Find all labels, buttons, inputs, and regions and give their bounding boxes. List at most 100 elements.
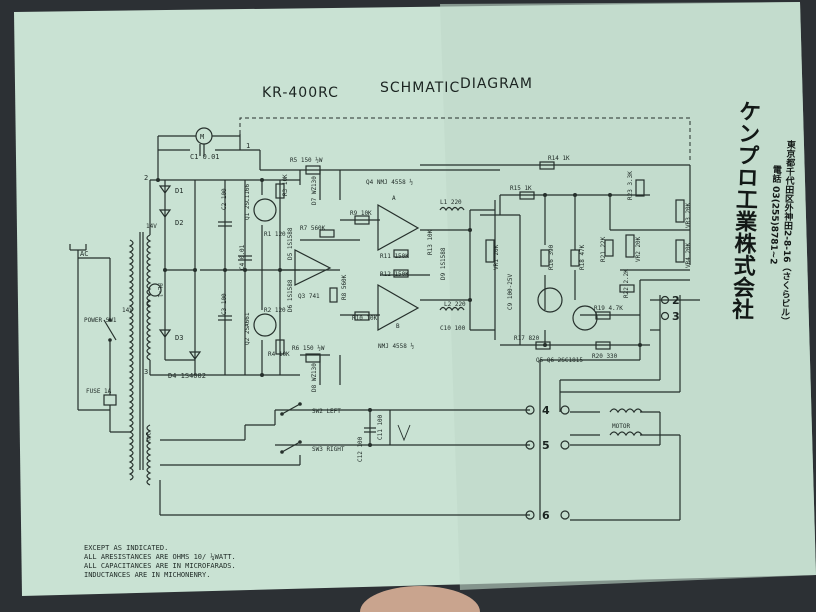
transistor-q1	[253, 198, 277, 222]
diode-d1	[158, 185, 172, 195]
label-fuse: FUSE 1A	[86, 388, 112, 395]
label-l1: L1 220	[440, 199, 462, 206]
diode-d2	[158, 209, 172, 219]
label-r9: R9 10K	[350, 210, 372, 217]
notes: EXCEPT AS INDICATED. ALL ARESISTANCES AR…	[84, 544, 236, 579]
label-terminal-4: 4	[542, 404, 550, 417]
label-r5: R5 150 ½W	[290, 157, 323, 164]
label-pl: PL-1	[156, 283, 163, 298]
label-r12: R12 150K	[380, 271, 409, 278]
switch-sw3[interactable]	[281, 441, 301, 453]
terminal-6-right	[560, 510, 570, 520]
opamp-q4b	[377, 283, 420, 332]
transistor-q2	[253, 313, 277, 337]
motor-coil-1	[609, 408, 643, 414]
power-switch-symbol[interactable]	[103, 319, 117, 341]
motor-coil-2	[609, 431, 643, 437]
label-terminal-k3: 3	[672, 310, 680, 323]
label-r17: R17 820	[514, 335, 540, 342]
label-q4: Q4 NMJ 4558 ½	[366, 179, 413, 186]
label-sw2: SW2 LEFT	[312, 408, 341, 415]
label-c2: C2 100	[221, 188, 228, 210]
label-d9: D9 1S1588	[440, 247, 447, 280]
label-c11: C11 100	[377, 414, 384, 440]
label-r1: R1 120	[264, 231, 286, 238]
label-c3: C3 100	[221, 293, 228, 315]
label-r21: R21 22K	[600, 236, 607, 262]
label-d3: D3	[175, 334, 183, 342]
label-d4: D4 1S4002	[168, 372, 206, 380]
label-c1: C1 0.01	[190, 153, 220, 161]
diagram-subtitle: SCHMATIC	[380, 80, 460, 96]
label-t2: 2	[144, 174, 148, 182]
label-vr4: VR4 20K	[685, 242, 692, 268]
terminal-k2	[660, 295, 670, 305]
label-24v: 24V	[144, 432, 151, 443]
label-d5: D5 1S1588	[287, 227, 294, 260]
label-d8: D8 WZ130	[311, 363, 318, 392]
label-terminal-6: 6	[542, 509, 550, 522]
label-r16: R16 390	[548, 244, 555, 270]
note-3: ALL CAPACITANCES ARE IN MICROFARADS.	[84, 562, 236, 570]
label-r18: R18 47K	[579, 244, 586, 270]
label-14v-b: 14V	[122, 307, 133, 314]
note-2: ALL ARESISTANCES ARE OHMS 10/ ¼WATT.	[84, 553, 236, 561]
label-terminal-5: 5	[542, 439, 550, 452]
label-r23: R23 3.3K	[627, 171, 634, 200]
opamp-q4a	[377, 203, 420, 252]
label-motor: MOTOR	[612, 423, 630, 430]
label-r10: R10 10K	[352, 315, 378, 322]
company-phone: 電話 03(255)8781~2	[768, 165, 782, 265]
pot-vr2[interactable]	[625, 234, 635, 258]
label-t3: 3	[144, 368, 148, 376]
label-c10: C10 100	[440, 325, 466, 332]
terminal-5-left	[525, 440, 535, 450]
terminal-6-left	[525, 510, 535, 520]
terminal-4-left	[525, 405, 535, 415]
inductor-l2	[439, 306, 465, 312]
label-sw3: SW3 RIGHT	[312, 446, 345, 453]
transistor-q6	[572, 305, 598, 331]
label-r13: R13 10K	[427, 229, 434, 255]
switch-sw2[interactable]	[281, 403, 301, 415]
label-vr2: VR2 20K	[635, 236, 642, 262]
pot-vr4[interactable]	[675, 239, 685, 263]
note-4: INDUCTANCES ARE IN MICHONENRY.	[84, 571, 210, 579]
wiring	[69, 117, 700, 521]
pot-vr3[interactable]	[675, 199, 685, 223]
label-r22: R22 2.2K	[623, 269, 630, 298]
label-r14: R14 1K	[548, 155, 570, 162]
diagram-title: KR-400RC	[262, 85, 339, 101]
label-r15: R15 1K	[510, 185, 532, 192]
label-r19: R19 4.7K	[594, 305, 623, 312]
fuse-symbol	[103, 394, 117, 406]
label-r2: R2 120	[264, 307, 286, 314]
label-pin-a: A	[392, 195, 396, 202]
label-d6: D6 1S1588	[287, 279, 294, 312]
label-r20: R20 330	[592, 353, 618, 360]
terminal-5-right	[560, 440, 570, 450]
label-l2: L2 220	[444, 301, 466, 308]
label-one: 1	[246, 142, 250, 150]
label-d2: D2	[175, 219, 183, 227]
pot-vr1[interactable]	[485, 239, 495, 263]
pilot-lamp	[148, 283, 162, 297]
label-vr3: VR3 20K	[685, 202, 692, 228]
label-r3: R3 10K	[282, 174, 289, 196]
label-c4: C4 0.01	[239, 244, 246, 270]
label-c12: C12 100	[357, 436, 364, 462]
label-terminal-k2: 2	[672, 294, 680, 307]
terminal-k3	[660, 311, 670, 321]
motor-m: M	[200, 133, 204, 141]
transistor-q5	[537, 287, 563, 313]
component-labels: AC POWER SW1 FUSE 1A PL-1 14V 14V 24V 2 …	[80, 142, 692, 522]
label-q1: Q1 2SC1166	[244, 183, 251, 220]
label-q2: Q2 2SA661	[244, 312, 251, 345]
label-d7: D7 WZ130	[311, 176, 318, 205]
label-r7: R7 560K	[300, 225, 326, 232]
opamp-q3	[294, 249, 332, 286]
label-ac: AC	[80, 250, 88, 258]
label-q5q6: Q5 Q6 2SC1815	[536, 357, 583, 364]
label-pin-b: B	[396, 323, 400, 330]
